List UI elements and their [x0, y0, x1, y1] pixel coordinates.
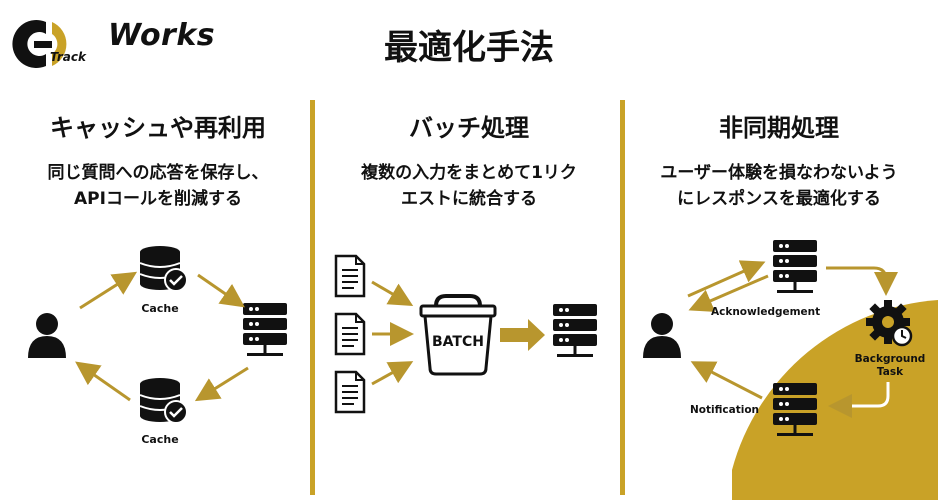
arrow — [688, 274, 769, 312]
column-title-cache: キャッシュや再利用 — [50, 114, 266, 142]
server-icon — [243, 303, 287, 356]
logo-mark-icon — [12, 20, 67, 69]
background-task-label-line1: Background — [855, 353, 926, 365]
column-title-async: 非同期処理 — [719, 114, 839, 142]
column-desc-async: ユーザー体験を損なわないよう にレスポンスを最適化する — [623, 160, 935, 212]
server-icon — [553, 304, 597, 357]
batch-label: BATCH — [432, 334, 484, 350]
desc-line: にレスポンスを最適化する — [677, 189, 881, 209]
desc-line: APIコールを削減する — [74, 189, 242, 209]
page-title: 最適化手法 — [384, 28, 554, 68]
desc-line: 複数の入力をまとめて1リク — [361, 163, 577, 183]
user-icon — [643, 313, 681, 358]
document-icon — [334, 370, 366, 414]
desc-line: 同じ質問への応答を保存し、 — [47, 163, 269, 183]
document-icon — [334, 254, 366, 298]
arrow — [826, 266, 898, 296]
batch-arrow — [500, 319, 545, 351]
acknowledgement-label: Acknowledgement — [711, 306, 820, 318]
cache-label-bottom: Cache — [141, 433, 178, 446]
column-divider-2 — [620, 100, 625, 495]
desc-line: ユーザー体験を損なわないよう — [660, 163, 898, 183]
database-icon — [138, 376, 189, 425]
column-divider-1 — [310, 100, 315, 495]
user-icon — [28, 313, 66, 358]
server-icon — [773, 240, 817, 293]
arrow — [690, 361, 763, 400]
arrow — [687, 260, 766, 298]
arrow — [371, 361, 414, 386]
column-desc-batch: 複数の入力をまとめて1リク エストに統合する — [313, 160, 625, 212]
column-desc-cache: 同じ質問への応答を保存し、 APIコールを削減する — [2, 160, 314, 212]
document-icon — [334, 312, 366, 356]
notification-label: Notification — [690, 404, 759, 416]
column-title-batch: バッチ処理 — [409, 114, 529, 142]
arrow — [194, 366, 249, 402]
logo-subtext: Track — [50, 50, 86, 64]
arrow — [197, 273, 245, 308]
gear-clock-icon — [866, 300, 913, 347]
background-task-label-line2: Task — [877, 366, 904, 378]
batch-bin-icon — [419, 294, 497, 376]
arrow — [75, 361, 131, 402]
database-icon — [138, 244, 189, 293]
arrow — [828, 382, 890, 418]
arrow — [79, 271, 138, 310]
cache-label-top: Cache — [141, 302, 178, 315]
desc-line: エストに統合する — [401, 189, 537, 209]
logo-wordmark: Works — [108, 18, 216, 53]
arrow — [371, 280, 414, 307]
